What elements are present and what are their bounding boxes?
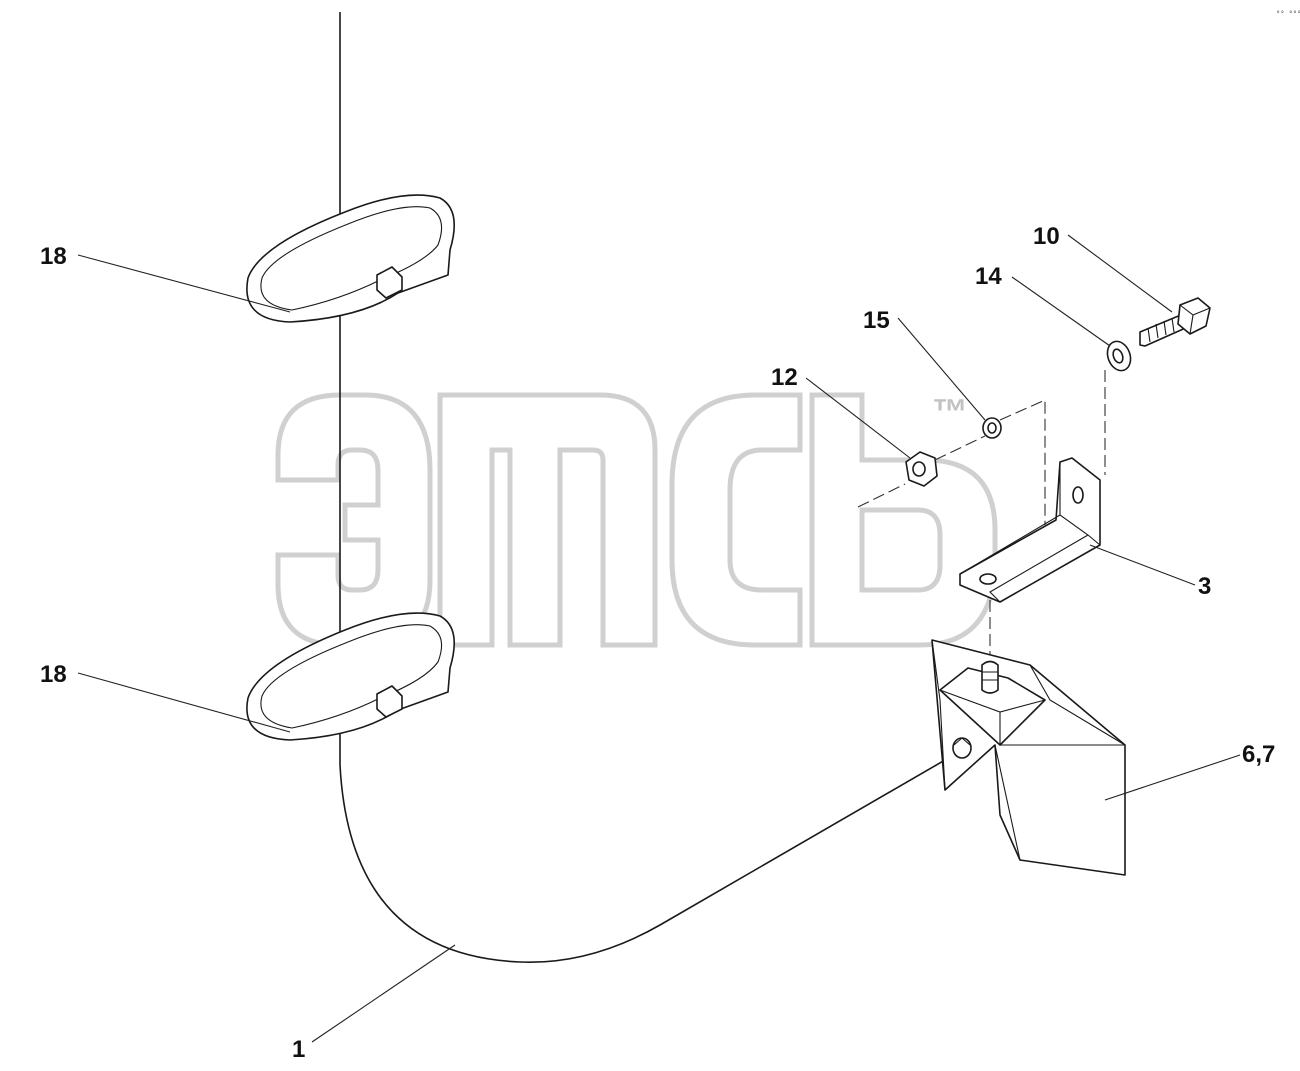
leader-washer — [1011, 276, 1111, 347]
cable — [339, 12, 946, 964]
nut — [905, 451, 938, 487]
bolt — [1139, 297, 1211, 347]
callout-bolt: 10 — [1033, 223, 1060, 250]
callout-tie-upper: 18 — [40, 243, 67, 270]
leader-tie-upper — [77, 254, 291, 313]
assembly-lines — [857, 370, 1106, 660]
bracket — [959, 457, 1101, 603]
callout-unit: 6,7 — [1242, 741, 1275, 768]
washer — [1106, 340, 1132, 372]
callout-nut: 12 — [771, 364, 798, 391]
cable-tie-upper — [246, 194, 456, 323]
cable-tie-lower — [246, 612, 456, 741]
leader-unit — [1104, 754, 1241, 801]
callout-tie-lower: 18 — [40, 661, 67, 688]
leader-cable — [311, 944, 456, 1043]
leader-tie-lower — [77, 672, 291, 733]
trademark-symbol: ™ — [932, 391, 968, 432]
callout-spring-washer: 15 — [863, 307, 890, 334]
callout-washer: 14 — [975, 263, 1002, 290]
leader-lines — [77, 234, 1241, 1043]
callout-cable: 1 — [292, 1036, 305, 1063]
callout-bracket: 3 — [1198, 573, 1211, 600]
spring-washer — [982, 417, 1002, 439]
leader-bolt — [1067, 234, 1173, 313]
sensor-unit — [931, 639, 1126, 876]
callouts: 18 18 1 3 6,7 10 14 15 12 — [40, 223, 1275, 1063]
watermark-logo: ™ — [275, 391, 998, 648]
leader-spring-washer — [897, 317, 986, 421]
corner-mark: °° °°° — [1276, 10, 1300, 18]
leader-nut — [805, 377, 911, 459]
leader-bracket — [1089, 544, 1196, 586]
